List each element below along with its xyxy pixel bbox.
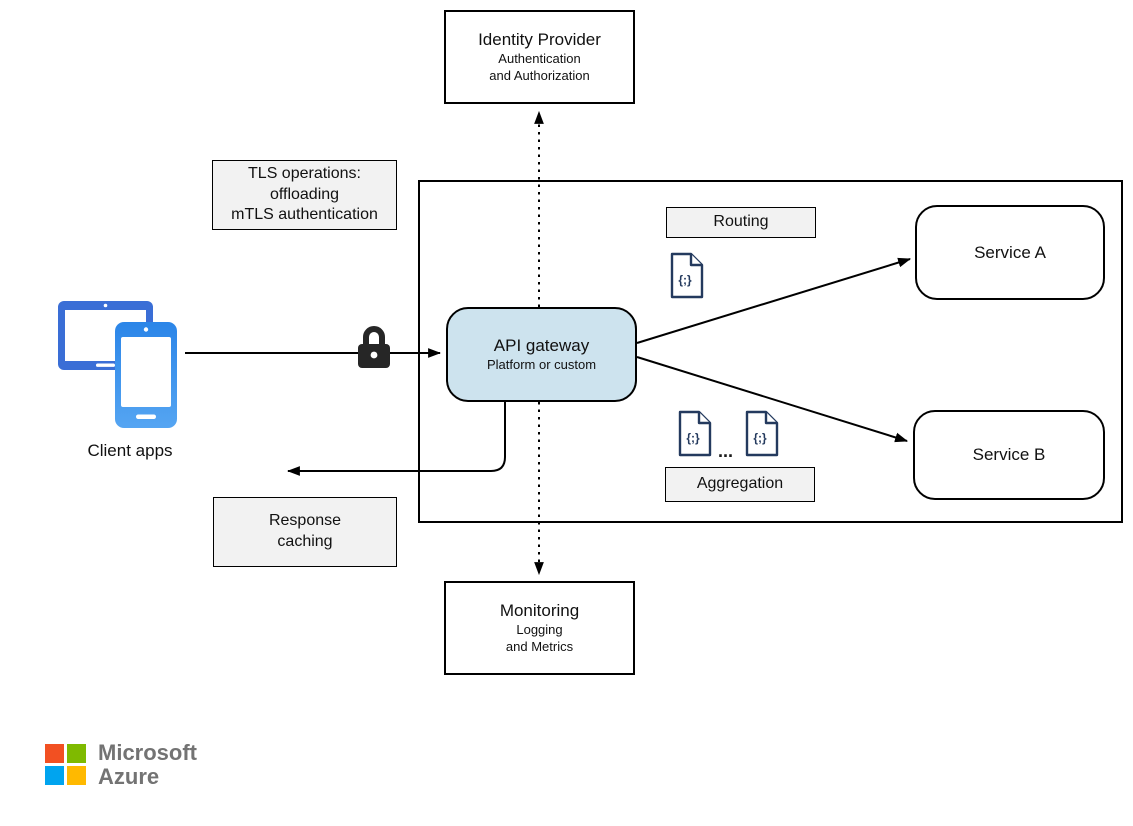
json-doc-icon-aggregation-1: {;}	[678, 410, 712, 457]
ms-square-green	[67, 744, 86, 763]
routing-label-text: Routing	[713, 213, 769, 231]
brand-line-azure: Azure	[98, 764, 160, 790]
service-b-box: Service B	[913, 410, 1105, 500]
client-apps-label: Client apps	[87, 441, 173, 460]
ms-square-red	[45, 744, 64, 763]
response-caching-line-2: caching	[277, 533, 333, 550]
service-a-label: Service A	[974, 242, 1046, 262]
api-gateway-box: API gateway Platform or custom	[446, 307, 637, 402]
ms-square-blue	[45, 766, 64, 785]
json-doc-icon-routing: {;}	[670, 252, 704, 299]
routing-label: Routing	[666, 207, 816, 238]
ms-square-yellow	[67, 766, 86, 785]
aggregation-label: Aggregation	[665, 467, 815, 502]
response-caching-label: Response caching	[213, 497, 397, 567]
client-devices-icon	[58, 301, 177, 428]
tls-line-1: TLS operations:	[248, 164, 361, 182]
json-glyph: {;}	[753, 431, 767, 445]
tls-line-2: offloading	[269, 185, 340, 203]
response-caching-line-1: Response	[268, 512, 342, 530]
gateway-boundary-frame	[418, 180, 1123, 523]
tls-operations-label: TLS operations: offloading mTLS authenti…	[212, 160, 397, 230]
phone-icon	[115, 322, 177, 428]
microsoft-logo-icon	[45, 744, 86, 785]
api-gateway-subtitle: Platform or custom	[486, 356, 597, 372]
arrow-gateway-to-response-caching	[286, 402, 506, 476]
identity-provider-subtitle-1: Authentication	[498, 50, 581, 66]
monitoring-box: Monitoring Logging and Metrics	[444, 581, 635, 675]
monitoring-subtitle-1: Logging	[516, 621, 563, 637]
brand-text: Microsoft Azure	[98, 740, 197, 790]
monitoring-title: Monitoring	[499, 601, 580, 621]
arrow-gateway-to-service-b	[636, 356, 909, 443]
monitoring-subtitle-2: and Metrics	[505, 638, 574, 654]
arrow-gateway-to-service-a	[636, 257, 912, 344]
json-doc-icon-aggregation-2: {;}	[745, 410, 779, 457]
aggregation-label-text: Aggregation	[696, 475, 784, 493]
aggregation-ellipsis: ...	[718, 441, 734, 461]
service-a-box: Service A	[915, 205, 1105, 300]
brand-line-microsoft: Microsoft	[98, 740, 197, 765]
identity-provider-subtitle-2: and Authorization	[489, 67, 590, 83]
json-glyph: {;}	[686, 431, 700, 445]
identity-provider-title: Identity Provider	[478, 30, 601, 50]
microsoft-azure-logo: Microsoft Azure	[45, 740, 197, 790]
json-glyph: {;}	[678, 273, 692, 287]
identity-provider-box: Identity Provider Authentication and Aut…	[444, 10, 635, 104]
api-gateway-title: API gateway	[493, 336, 590, 356]
service-b-label: Service B	[972, 445, 1046, 465]
lock-icon	[358, 326, 390, 368]
tls-line-3: mTLS authentication	[231, 206, 378, 224]
